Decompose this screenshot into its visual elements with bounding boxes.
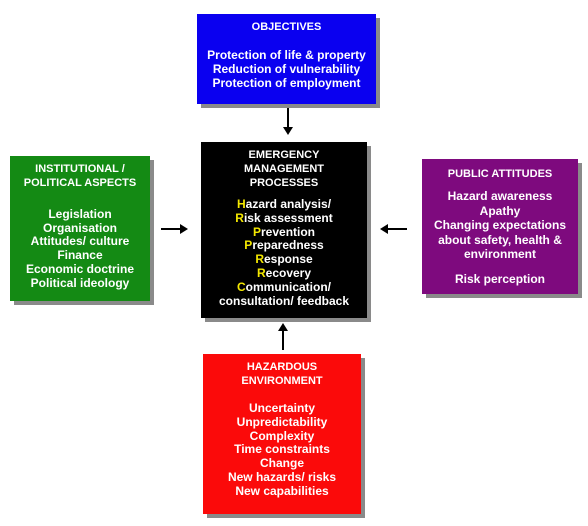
process-text: azard analysis/: [245, 197, 332, 211]
institutional-title-line: POLITICAL ASPECTS: [23, 177, 137, 189]
hazardous-title-line: ENVIRONMENT: [241, 375, 323, 387]
hazardous-title-line: HAZARDOUS: [246, 361, 318, 373]
hazardous-title: HAZARDOUS ENVIRONMENT: [203, 360, 361, 388]
hazardous-item: Uncertainty: [248, 401, 316, 415]
institutional-box: INSTITUTIONAL / POLITICAL ASPECTS Legisl…: [10, 156, 150, 301]
process-item: Preparedness: [201, 238, 367, 253]
process-item: Risk assessment: [201, 210, 367, 226]
institutional-item: Organisation: [42, 220, 117, 235]
process-item: Prevention: [201, 224, 367, 240]
arrow-left-icon: [380, 224, 407, 234]
arrow-right-icon: [161, 224, 188, 234]
process-initial: R: [235, 210, 244, 225]
process-initial: R: [255, 252, 264, 267]
hazardous-item: New hazards/ risks: [227, 469, 337, 484]
process-initial: P: [244, 238, 253, 253]
processes-title: EMERGENCY MANAGEMENT PROCESSES: [201, 148, 367, 190]
process-text: ecovery: [265, 265, 312, 280]
institutional-title-line: INSTITUTIONAL /: [35, 163, 125, 175]
process-item: Communication/: [201, 279, 367, 295]
institutional-item: Legislation: [48, 207, 112, 221]
institutional-item: Finance: [57, 248, 103, 263]
public-attitudes-item: Risk perception: [454, 271, 546, 286]
process-initial: C: [236, 279, 246, 294]
process-item: Recovery: [201, 265, 367, 281]
public-attitudes-item: Changing expectations: [433, 218, 567, 232]
public-attitudes-item: environment: [463, 247, 536, 261]
process-text: esponse: [263, 252, 313, 267]
public-attitudes-title: PUBLIC ATTITUDES: [447, 168, 553, 180]
objectives-title: OBJECTIVES: [251, 21, 322, 33]
process-text: isk assessment: [243, 210, 333, 225]
process-initial: R: [256, 265, 266, 280]
processes-box: EMERGENCY MANAGEMENT PROCESSES Hazard an…: [201, 142, 367, 318]
public-attitudes-box: PUBLIC ATTITUDES Hazard awareness Apathy…: [422, 159, 578, 294]
process-item: consultation/ feedback: [201, 293, 367, 309]
objectives-item: Protection of employment: [212, 76, 361, 90]
processes-title-line: MANAGEMENT: [243, 163, 325, 175]
hazardous-item: New capabilities: [235, 483, 329, 498]
process-text: consultation/ feedback: [218, 293, 350, 308]
process-item: Hazard analysis/: [201, 197, 367, 212]
public-attitudes-item: Hazard awareness: [447, 189, 553, 203]
hazardous-item: Complexity: [249, 428, 315, 443]
institutional-item: Economic doctrine: [25, 261, 135, 276]
process-initial: P: [252, 224, 261, 239]
hazardous-item: Unpredictability: [236, 414, 328, 429]
institutional-item: Attitudes/ culture: [30, 234, 130, 249]
objectives-box: OBJECTIVES Protection of life & property…: [197, 14, 376, 104]
public-attitudes-item: Apathy: [479, 203, 521, 218]
process-text: reparedness: [252, 238, 324, 253]
processes-title-line: EMERGENCY: [248, 149, 320, 161]
public-attitudes-spacer: [422, 262, 578, 272]
arrow-up-icon: [278, 323, 288, 350]
objectives-item: Reduction of vulnerability: [212, 62, 361, 76]
process-initial: H: [236, 197, 246, 211]
institutional-item: Political ideology: [30, 275, 130, 290]
hazardous-environment-box: HAZARDOUS ENVIRONMENT Uncertainty Unpred…: [203, 354, 361, 514]
hazardous-item: Change: [259, 456, 304, 471]
process-text: ommunication/: [245, 279, 331, 294]
process-item: Response: [201, 252, 367, 267]
public-attitudes-item: about safety, health &: [438, 232, 562, 247]
institutional-title: INSTITUTIONAL / POLITICAL ASPECTS: [10, 162, 150, 190]
arrow-down-icon: [283, 108, 293, 135]
objectives-item: Protection of life & property: [207, 48, 366, 62]
process-text: revention: [261, 224, 316, 239]
processes-title-line: PROCESSES: [249, 177, 319, 189]
hazardous-item: Time constraints: [234, 442, 330, 457]
